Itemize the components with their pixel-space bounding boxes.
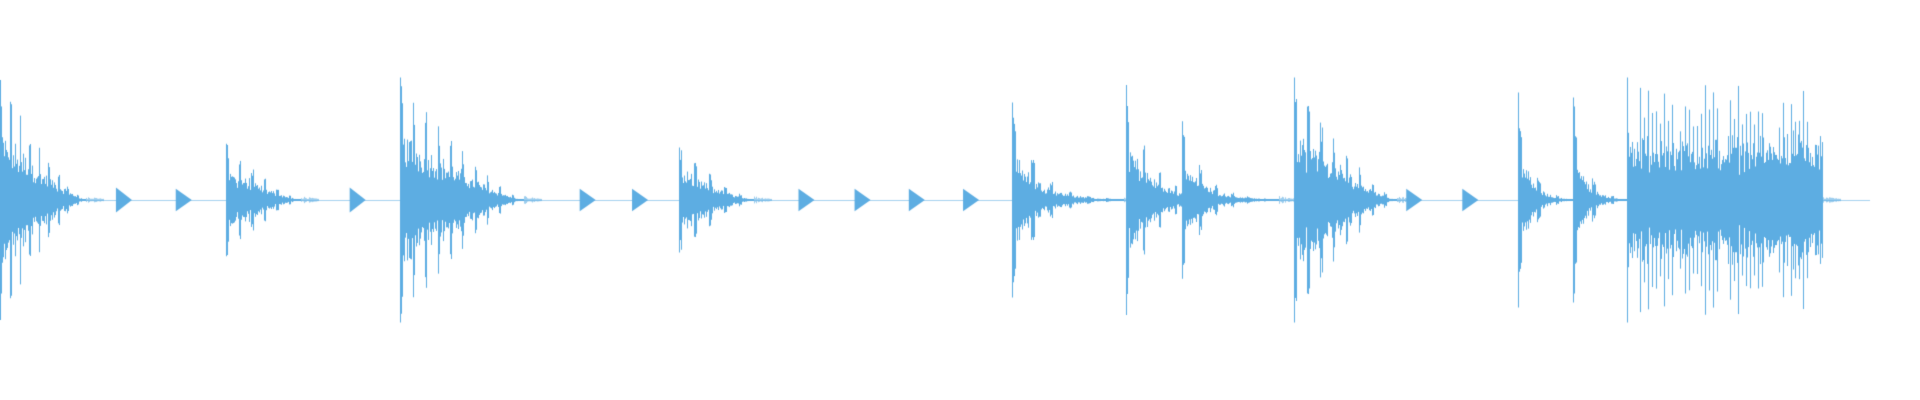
audio-waveform xyxy=(0,0,1920,400)
